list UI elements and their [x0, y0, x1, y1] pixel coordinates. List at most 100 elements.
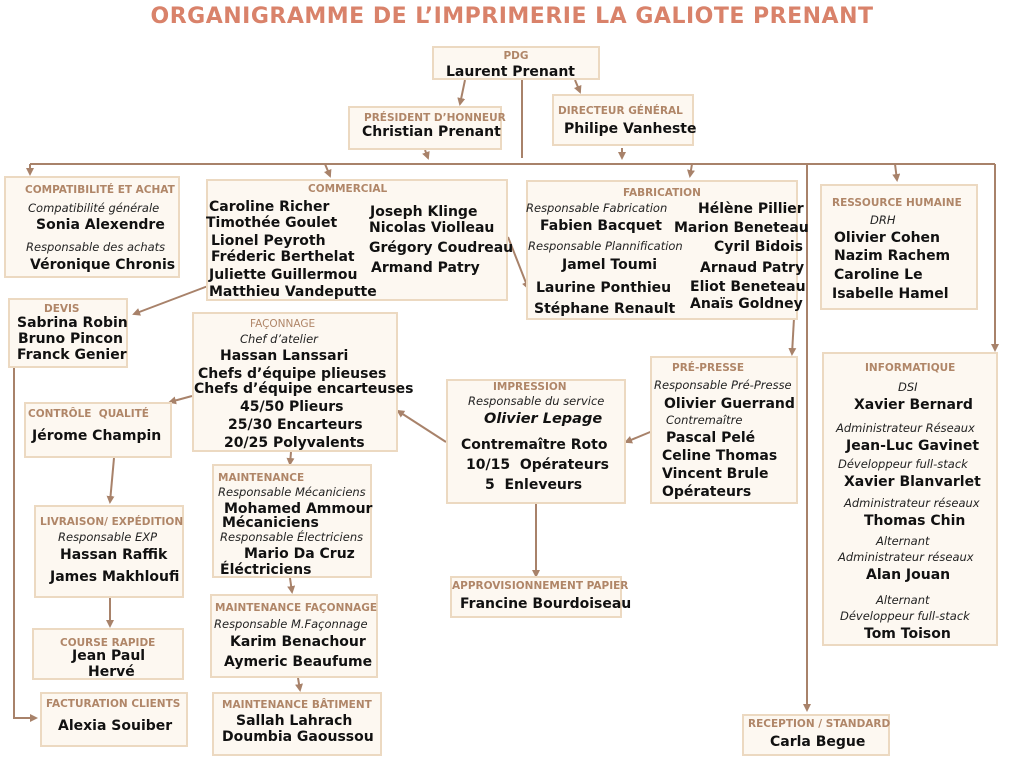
- pdg-box: PDG Laurent Prenant: [432, 46, 600, 80]
- informatique-name: Thomas Chin: [864, 513, 966, 529]
- faconnage-box: FAÇONNAGE Chef d’atelier Hassan Lanssari…: [192, 312, 413, 452]
- fabrication-role-1: Responsable Fabrication: [526, 201, 668, 215]
- informatique-role: Administrateur Réseaux: [836, 421, 975, 435]
- faconnage-line: Chefs d’équipe encarteuses: [194, 381, 414, 397]
- maintfac-name-1: Karim Benachour: [230, 634, 366, 650]
- fabrication-member: Anaïs Goldney: [690, 296, 803, 312]
- compta-name-1: Sonia Alexendre: [36, 217, 165, 233]
- maintenance-name-1: Mohamed Ammour: [224, 501, 373, 517]
- informatique-role: Alternant: [876, 593, 930, 607]
- faconnage-role: Chef d’atelier: [240, 332, 318, 346]
- compta-heading: COMPATIBILITÉ ET ACHAT: [25, 184, 175, 196]
- appro-heading: APPROVISIONNEMENT PAPIER: [452, 580, 629, 592]
- commercial-member: Matthieu Vandeputte: [209, 284, 377, 300]
- impression-box: IMPRESSION Responsable du service Olivie…: [446, 379, 626, 504]
- prepresse-heading: PRÉ-PRESSE: [672, 362, 745, 374]
- fabrication-heading: FABRICATION: [623, 187, 701, 199]
- maintfac-box: MAINTENANCE FAÇONNAGE Responsable M.Faço…: [210, 594, 378, 678]
- maintbat-heading: MAINTENANCE BÂTIMENT: [222, 699, 372, 711]
- livraison-box: LIVRAISON/ EXPÉDITION Responsable EXP Ha…: [34, 505, 184, 598]
- president-heading: PRÉSIDENT D’HONNEUR: [364, 112, 506, 124]
- informatique-name: Alan Jouan: [866, 567, 951, 583]
- prepresse-member: Pascal Pelé: [666, 430, 756, 446]
- faconnage-line: 25/30 Encarteurs: [228, 417, 363, 433]
- controle-name: Jérome Champin: [32, 428, 162, 444]
- maintenance-role-1: Responsable Mécaniciens: [218, 485, 366, 499]
- compta-role-2: Responsable des achats: [26, 240, 166, 254]
- informatique-name: Xavier Blanvarlet: [844, 474, 981, 490]
- prepresse-role-1: Responsable Pré-Presse: [654, 378, 792, 392]
- maintfac-name-2: Aymeric Beaufume: [224, 654, 373, 670]
- fabrication-member: Marion Beneteau: [674, 220, 809, 236]
- devis-box: DEVIS Sabrina Robin Bruno Pincon Franck …: [8, 298, 128, 368]
- commercial-member: Grégory Coudreau: [369, 240, 514, 256]
- livraison-name-1: Hassan Raffik: [60, 547, 168, 563]
- informatique-role: Alternant: [876, 534, 930, 548]
- commercial-member: Joseph Klinge: [370, 204, 478, 220]
- faconnage-line: 20/25 Polyvalents: [224, 435, 365, 451]
- impression-line: 10/15 Opérateurs: [466, 457, 609, 473]
- maintfac-heading: MAINTENANCE FAÇONNAGE: [215, 602, 378, 614]
- facturation-box: FACTURATION CLIENTS Alexia Souiber: [40, 692, 188, 747]
- devis-member: Franck Genier: [17, 347, 127, 363]
- prepresse-role-2: Contremaître: [666, 413, 743, 427]
- pdg-name: Laurent Prenant: [446, 64, 576, 80]
- impression-line: 5 Enleveurs: [485, 477, 583, 493]
- maintenance-role-2: Responsable Électriciens: [220, 530, 364, 544]
- rh-member: Isabelle Hamel: [832, 286, 949, 302]
- maintenance-name-2: Mécaniciens: [222, 515, 319, 531]
- informatique-role: Développeur full-stack: [838, 457, 968, 471]
- controle-box: CONTRÔLE QUALITÉ Jérome Champin: [24, 402, 172, 458]
- livraison-role: Responsable EXP: [58, 530, 158, 544]
- course-name-1: Jean Paul: [72, 648, 146, 664]
- informatique-role: Développeur full-stack: [840, 609, 970, 623]
- rh-member: Nazim Rachem: [834, 248, 951, 264]
- commercial-heading: COMMERCIAL: [308, 183, 388, 195]
- maintfac-role: Responsable M.Façonnage: [214, 617, 368, 631]
- pdg-heading: PDG: [503, 50, 529, 62]
- reception-heading: RECEPTION / STANDARD: [748, 718, 891, 730]
- commercial-box: COMMERCIAL Caroline Richer Timothée Goul…: [206, 179, 513, 301]
- maintenance-heading: MAINTENANCE: [218, 472, 305, 484]
- fabrication-member: Arnaud Patry: [700, 260, 805, 276]
- fabrication-member: Cyril Bidois: [714, 239, 804, 255]
- commercial-member: Fréderic Berthelat: [211, 249, 355, 265]
- reception-box: RECEPTION / STANDARD Carla Begue: [742, 714, 890, 756]
- president-name: Christian Prenant: [362, 124, 501, 140]
- prepresse-member: Vincent Brule: [662, 466, 769, 482]
- fabrication-member: Hélène Pillier: [698, 201, 804, 217]
- faconnage-line: Chefs d’équipe plieuses: [198, 366, 387, 382]
- appro-name: Francine Bourdoiseau: [460, 596, 632, 612]
- commercial-member: Armand Patry: [371, 260, 480, 276]
- informatique-name: Xavier Bernard: [854, 397, 973, 413]
- devis-member: Bruno Pincon: [18, 331, 123, 347]
- chart-title: ORGANIGRAMME DE L’IMPRIMERIE LA GALIOTE …: [150, 4, 874, 29]
- maintbat-box: MAINTENANCE BÂTIMENT Sallah Lahrach Doum…: [212, 692, 382, 756]
- course-box: COURSE RAPIDE Jean Paul Hervé: [32, 628, 184, 680]
- president-box: PRÉSIDENT D’HONNEUR Christian Prenant: [348, 106, 506, 150]
- course-heading: COURSE RAPIDE: [60, 637, 156, 649]
- rh-member: Caroline Le: [834, 267, 923, 283]
- maintenance-name-4: Éléctriciens: [220, 562, 312, 578]
- maintbat-name-1: Sallah Lahrach: [236, 713, 353, 729]
- facturation-name: Alexia Souiber: [58, 718, 173, 734]
- fabrication-name-2: Jamel Toumi: [562, 257, 658, 273]
- commercial-member: Juliette Guillermou: [209, 267, 358, 283]
- informatique-box: INFORMATIQUE DSI Xavier Bernard Administ…: [822, 352, 998, 646]
- appro-box: APPROVISIONNEMENT PAPIER Francine Bourdo…: [450, 576, 631, 618]
- informatique-role: Administrateur réseaux: [838, 550, 974, 564]
- dg-heading: DIRECTEUR GÉNÉRAL: [558, 105, 683, 117]
- faconnage-line: Hassan Lanssari: [220, 348, 349, 364]
- dg-name: Philipe Vanheste: [564, 121, 697, 137]
- rh-member: Olivier Cohen: [834, 230, 941, 246]
- facturation-heading: FACTURATION CLIENTS: [46, 698, 181, 710]
- dg-box: DIRECTEUR GÉNÉRAL Philipe Vanheste: [552, 94, 697, 146]
- commercial-member: Timothée Goulet: [206, 215, 338, 231]
- commercial-member: Nicolas Violleau: [369, 220, 495, 236]
- course-name-2: Hervé: [88, 664, 135, 680]
- fabrication-name-1: Fabien Bacquet: [540, 218, 662, 234]
- compta-role-1: Compatibilité générale: [28, 201, 160, 215]
- maintenance-box: MAINTENANCE Responsable Mécaniciens Moha…: [212, 464, 372, 578]
- fabrication-member: Eliot Beneteau: [690, 279, 806, 295]
